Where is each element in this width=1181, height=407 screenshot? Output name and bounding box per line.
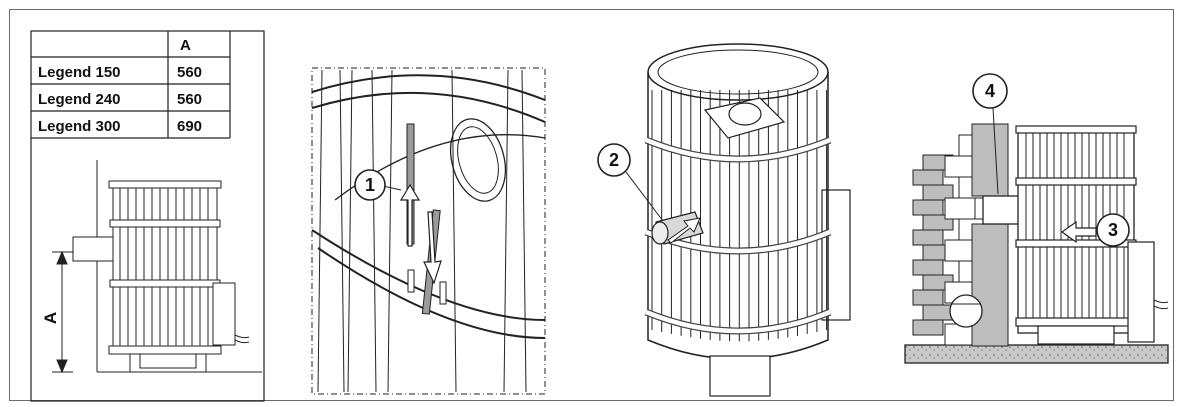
panel-spec: A Legend 150 560 Legend 240 560 Legend 3… <box>30 30 265 402</box>
brick-wall <box>912 123 1009 347</box>
diagram-frame <box>9 9 1174 401</box>
floor-base <box>904 344 1169 364</box>
brick <box>922 304 954 321</box>
brick <box>944 323 976 346</box>
brick <box>912 289 944 306</box>
bar-line <box>371 69 377 393</box>
brick <box>944 197 976 220</box>
brick <box>912 199 944 216</box>
bar-line <box>451 69 457 393</box>
brick <box>944 155 976 178</box>
bar-line <box>521 69 527 393</box>
brick <box>971 223 1009 347</box>
callout-4-label: 4 <box>985 81 995 101</box>
callout-3-label: 3 <box>1108 220 1118 240</box>
panel-isometric <box>597 43 851 397</box>
bar-line <box>339 69 345 393</box>
isometric-bars <box>651 90 828 342</box>
side-view-bars <box>119 188 209 346</box>
panel-closeup <box>311 67 546 395</box>
table-value-240: 560 <box>177 91 202 108</box>
brick <box>944 239 976 262</box>
closeup-border <box>311 67 546 395</box>
callout-3-circle <box>1096 213 1130 247</box>
bar-line <box>317 69 323 393</box>
spec-table <box>31 31 231 139</box>
brick <box>971 123 1009 197</box>
heater-side-view <box>52 160 262 374</box>
brick <box>912 229 944 246</box>
panel-spec-border <box>30 30 265 402</box>
dimension-a-label: A <box>41 312 60 324</box>
callout-1-circle <box>354 169 386 201</box>
closeup-bars <box>317 69 527 393</box>
table-model-240: Legend 240 <box>38 91 121 108</box>
callout-1-label: 1 <box>365 175 375 195</box>
brick <box>912 169 944 186</box>
brick <box>912 319 944 336</box>
callout-2-circle <box>597 143 631 177</box>
callout-2-label: 2 <box>609 150 619 170</box>
bar-line <box>347 69 353 393</box>
callout-4-circle <box>972 73 1008 109</box>
table-model-150: Legend 150 <box>38 64 121 81</box>
table-value-300: 690 <box>177 118 202 135</box>
table-value-150: 560 <box>177 64 202 81</box>
table-header-a: A <box>180 37 191 54</box>
panel-wall <box>904 73 1169 364</box>
table-model-300: Legend 300 <box>38 118 121 135</box>
bar-line <box>387 69 393 393</box>
brick <box>912 259 944 276</box>
bar-line <box>503 69 509 393</box>
